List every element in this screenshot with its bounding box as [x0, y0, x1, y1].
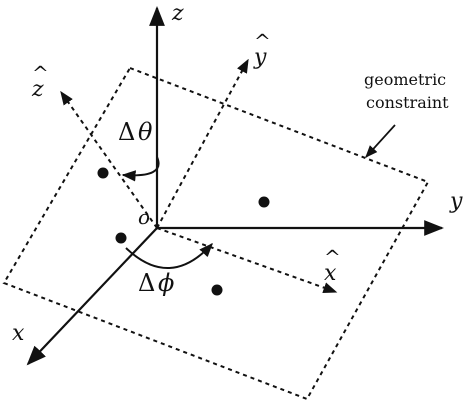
y-axis-label: y — [449, 189, 463, 214]
delta-phi-symbol: ϕ — [158, 269, 174, 297]
annotation-line-1: geometric — [364, 70, 446, 89]
delta-phi-arc — [125, 242, 213, 269]
x-axis — [26, 227, 158, 366]
constraint-plane — [2, 66, 430, 401]
data-point — [211, 284, 223, 296]
y-hat-axis — [156, 58, 249, 229]
origin-label: o — [138, 205, 150, 229]
z-axis-label: z — [171, 1, 184, 26]
x-hat-axis — [156, 227, 338, 294]
data-point — [97, 167, 109, 179]
y-hat-mark: ^ — [254, 29, 271, 53]
delta-phi-delta: Δ — [138, 269, 155, 297]
y-hat-label: y — [253, 45, 267, 70]
z-hat-label: z — [31, 77, 44, 102]
x-hat-label: x — [324, 261, 337, 286]
z-hat-mark: ^ — [32, 61, 49, 85]
delta-theta-arc — [121, 156, 160, 182]
z-hat-axis — [60, 90, 158, 229]
data-point — [115, 232, 127, 244]
x-hat-mark: ^ — [324, 245, 341, 269]
delta-theta-delta: Δ — [118, 118, 135, 146]
data-point — [258, 196, 270, 208]
annotation-line-2: constraint — [366, 93, 449, 112]
x-axis-label: x — [12, 321, 25, 346]
delta-theta-symbol: θ — [138, 118, 153, 146]
annotation-pointer — [365, 124, 396, 158]
